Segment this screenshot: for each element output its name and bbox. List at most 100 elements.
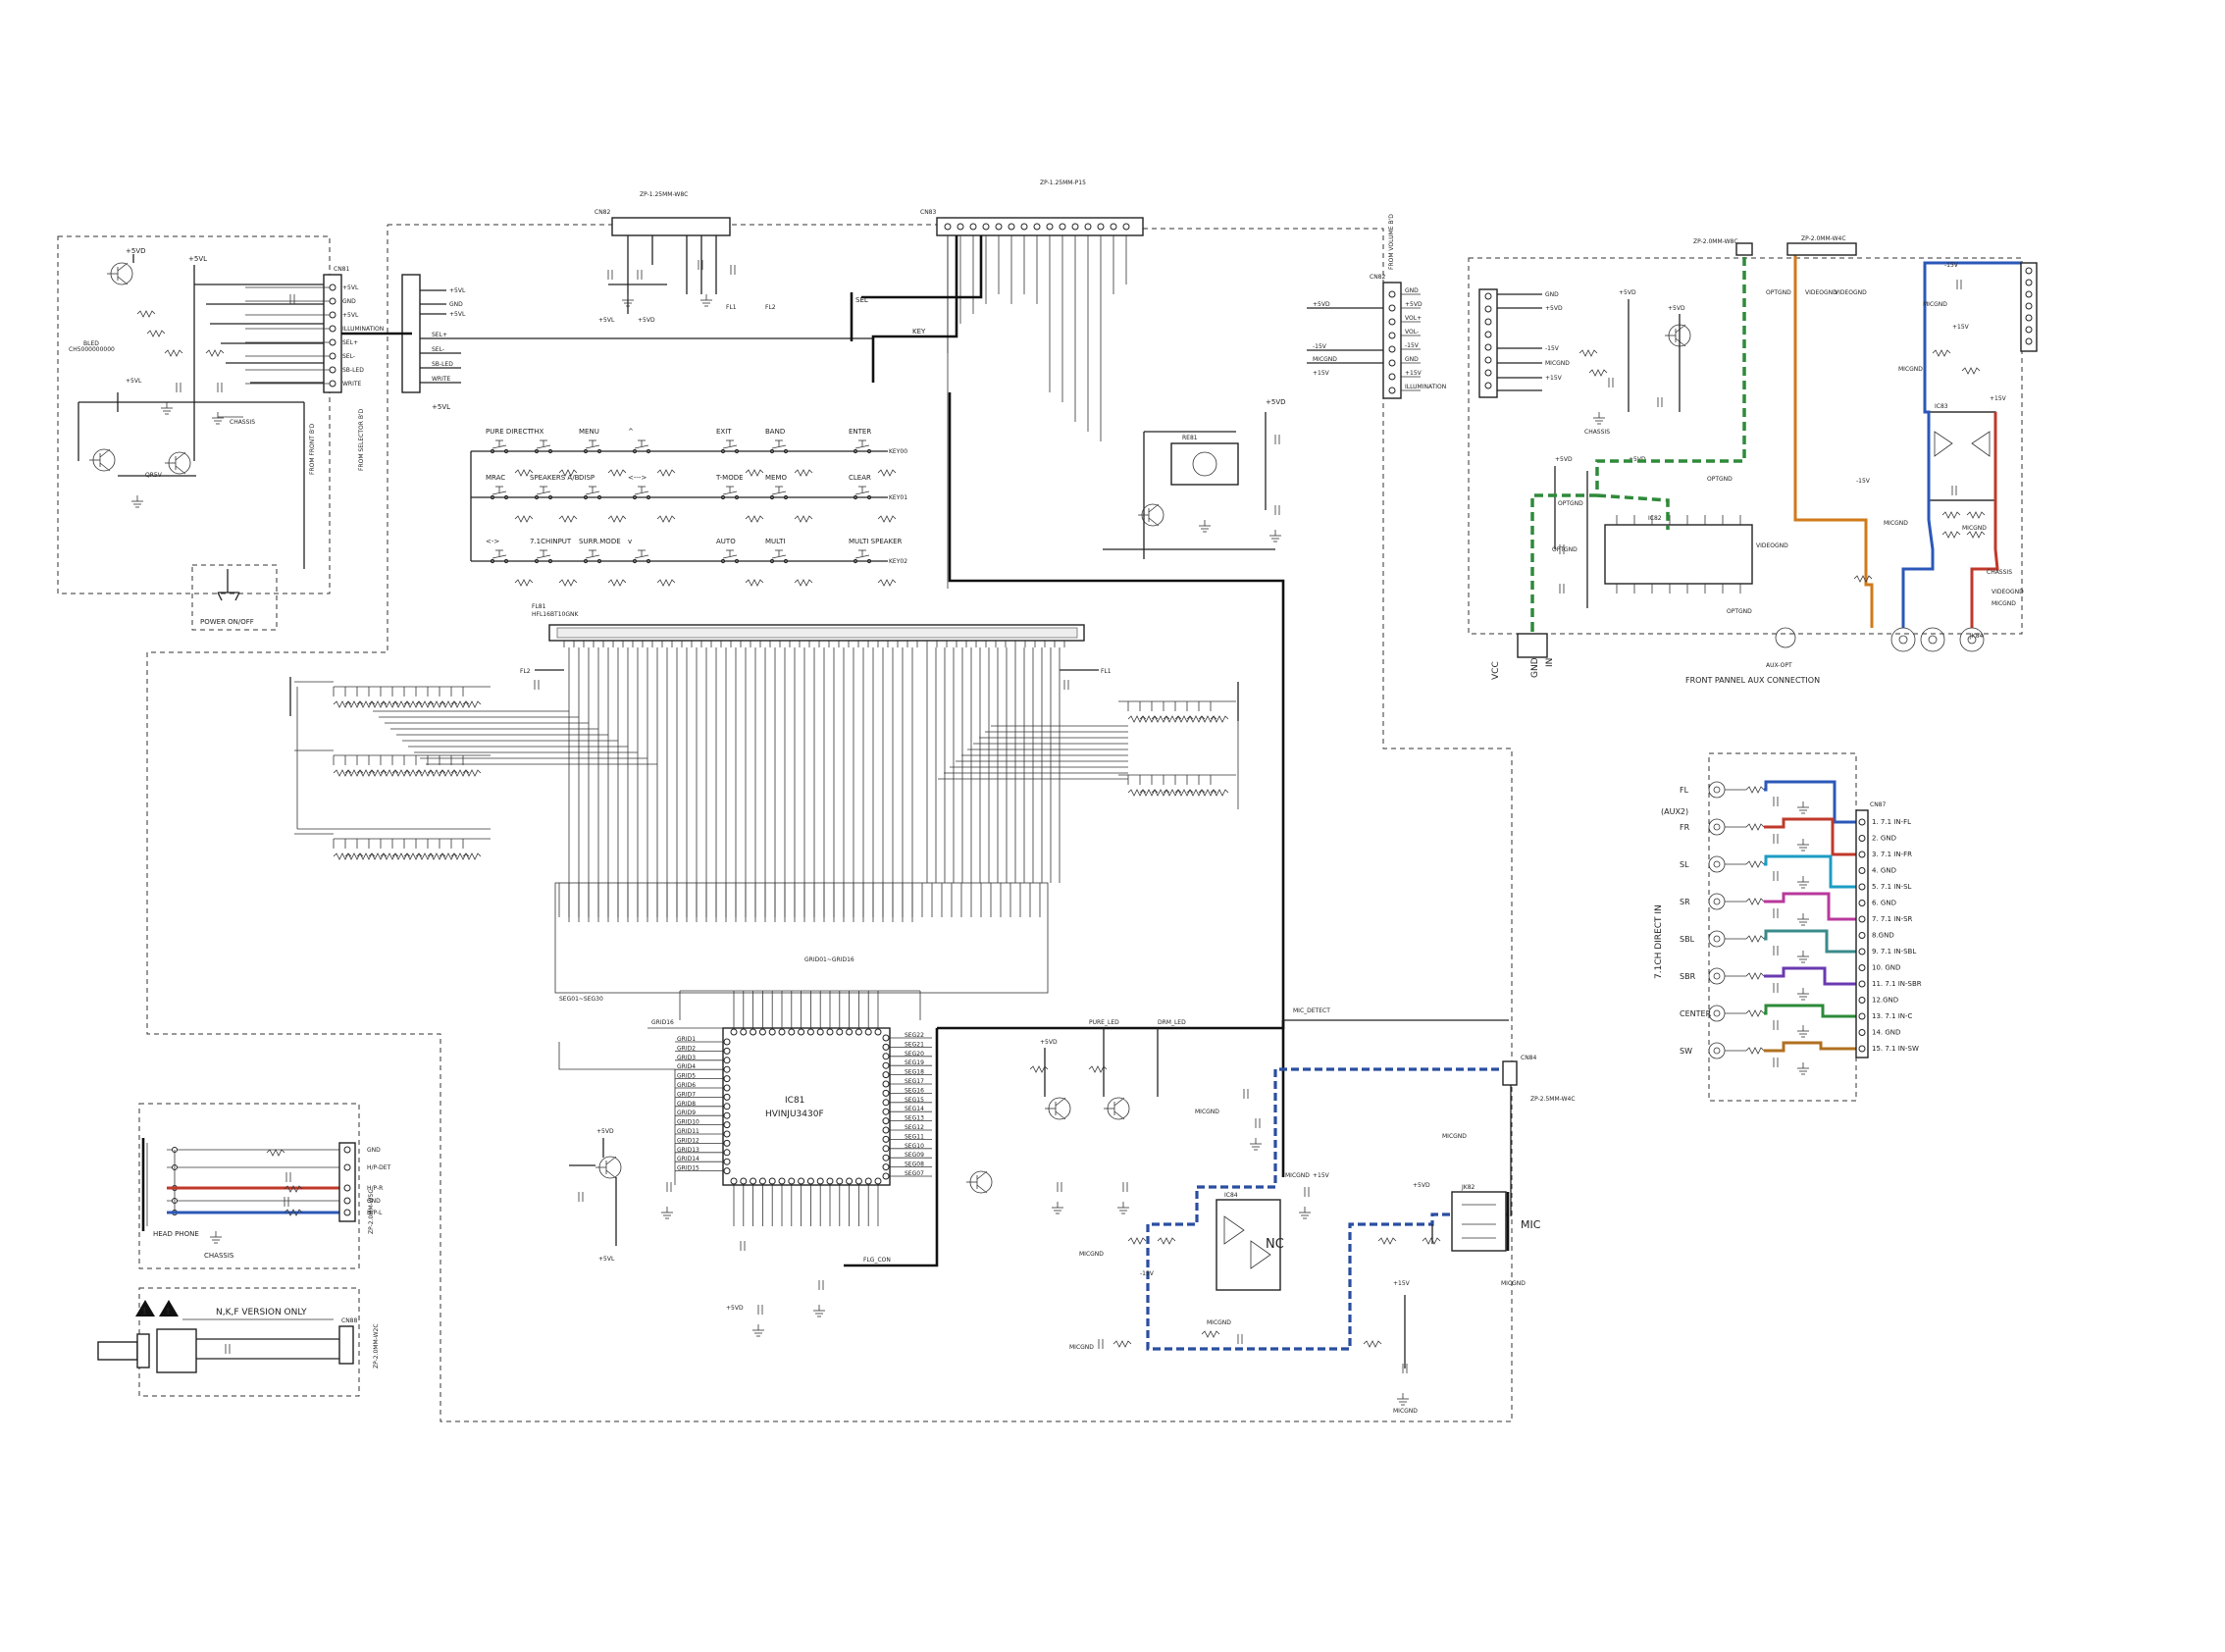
volume-connector-pin-label: -15V	[1405, 342, 1420, 349]
ic81-grid-pin: GRID13	[677, 1147, 699, 1154]
volume-connector-pin-label: VOL+	[1405, 315, 1422, 322]
key-label: MENU	[579, 428, 599, 436]
svg-text:MICGND: MICGND	[1545, 360, 1570, 367]
ic81-seg-pin: SEG17	[905, 1078, 924, 1085]
svg-text:!: !	[166, 1307, 171, 1317]
svg-text:+5VD: +5VD	[726, 1305, 744, 1312]
headphone-pin: GND	[367, 1147, 381, 1154]
ic81-seg-pin: SEG16	[905, 1087, 924, 1094]
svg-text:+5VD: +5VD	[1619, 289, 1636, 296]
svg-text:MICGND: MICGND	[1195, 1109, 1219, 1115]
ic81-seg-pin: SEG18	[905, 1069, 924, 1076]
svg-text:GRID16: GRID16	[651, 1019, 674, 1026]
svg-text:VIDEOGND: VIDEOGND	[1835, 289, 1867, 296]
direct-in-pin-label: 11. 7.1 IN-SBR	[1872, 980, 1922, 988]
rca-jack	[1708, 855, 1726, 873]
svg-text:JK82: JK82	[1461, 1184, 1475, 1191]
svg-text:ZP-2.0MM-W5C: ZP-2.0MM-W5C	[368, 1189, 375, 1234]
svg-text:+15V: +15V	[1393, 1280, 1411, 1287]
svg-text:+5VD: +5VD	[1555, 456, 1573, 463]
ic81-seg-pin: SEG21	[905, 1041, 924, 1048]
svg-text:CN83: CN83	[920, 209, 936, 216]
ic81-seg-pin: SEG12	[905, 1124, 924, 1131]
svg-text:+5VL: +5VL	[449, 287, 466, 294]
svg-text:+5VD: +5VD	[1313, 301, 1330, 308]
power-led-block: +5VD +5VL BLED CH5000000000 +5VL QR5V CH…	[69, 247, 324, 569]
svg-text:FL1: FL1	[726, 304, 737, 311]
svg-text:-15V: -15V	[1856, 478, 1871, 485]
svg-text:PURE_LED: PURE_LED	[1089, 1019, 1119, 1026]
ic81-seg-pin: SEG08	[905, 1162, 924, 1168]
front-connector-pin-label: SEL-	[342, 353, 355, 360]
key-label: MULTI	[765, 538, 785, 545]
key-line-1: KEY01	[889, 494, 907, 501]
ic81-seg-pin: SEG19	[905, 1059, 924, 1066]
ic81-seg-pin: SEG10	[905, 1143, 924, 1150]
svg-text:+15V: +15V	[1545, 375, 1563, 382]
vfd-resistor-banks	[294, 647, 1239, 922]
svg-text:OPTGND: OPTGND	[1727, 608, 1752, 615]
svg-text:MICGND: MICGND	[1442, 1133, 1467, 1140]
volume-connector-pin-label: +15V	[1405, 370, 1423, 377]
svg-text:+5VD: +5VD	[1629, 456, 1646, 463]
svg-text:MICGND: MICGND	[1501, 1280, 1526, 1287]
front-connector: CN81 FROM FRONT B'D FROM SELECTOR B'D +5…	[245, 266, 873, 475]
top-supply-block: CN82 ZP-1.25MM-W8C +5VL +5VD FL1 FL2	[595, 191, 776, 324]
ic81-vfd-driver: IC81 HVINJU3430F GRID1GRID2GRID3GRID4GRI…	[558, 990, 1509, 1267]
svg-text:IC84: IC84	[1224, 1192, 1238, 1199]
svg-text:ZP-2.0MM-W2C: ZP-2.0MM-W2C	[373, 1323, 380, 1368]
svg-text:ZP-2.5MM-W4C: ZP-2.5MM-W4C	[1530, 1096, 1576, 1103]
headphone-pin: H/P-L	[367, 1210, 383, 1216]
direct-in-pin-label: 3. 7.1 IN-FR	[1872, 851, 1912, 858]
power-switch-label: POWER ON/OFF	[200, 618, 254, 626]
volume-connector-pin-label: GND	[1405, 287, 1419, 294]
svg-text:-15V: -15V	[1140, 1270, 1155, 1277]
key-label: T-MODE	[715, 474, 744, 482]
direct-in-trace	[1764, 780, 1856, 824]
reset-circuit: +5VD +5VL	[569, 1128, 674, 1263]
rca-jack	[1708, 818, 1726, 836]
front-connector-pin-label: WRITE	[342, 381, 362, 387]
direct-in-pin-label: 15. 7.1 IN-SW	[1872, 1045, 1919, 1053]
direct-in-jack-label: SBL	[1680, 935, 1695, 944]
fl-display: FL81 HFL16BT10GNK FL2 FL1	[289, 603, 1239, 721]
front-connector-pin-label: +5VL	[342, 284, 359, 291]
aux-blue-trace	[1901, 261, 2021, 628]
key-label: MEMO	[765, 474, 788, 482]
direct-in-pin-label: 5. 7.1 IN-SL	[1872, 883, 1912, 891]
svg-text:MICGND: MICGND	[1962, 525, 1987, 532]
svg-text:RE81: RE81	[1182, 435, 1198, 441]
svg-text:+5VD: +5VD	[126, 247, 146, 255]
svg-text:+15V: +15V	[1990, 395, 2007, 402]
direct-in-pin-label: 1. 7.1 IN-FL	[1872, 818, 1911, 826]
direct-in-jack-label: SBR	[1680, 972, 1696, 981]
key-label: MULTI SPEAKER	[849, 538, 903, 545]
svg-text:ZP-1.25MM-W8C: ZP-1.25MM-W8C	[640, 191, 688, 198]
svg-text:+5VL: +5VL	[188, 255, 207, 263]
direct-in-pin-label: 9. 7.1 IN-SBL	[1872, 948, 1916, 955]
headphone-label: HEAD PHONE	[153, 1230, 199, 1238]
led-drivers: +5VD PURE_LED DRM_LED	[965, 1019, 1186, 1214]
gnd-label: GND	[1530, 657, 1540, 678]
svg-text:GND: GND	[1545, 291, 1559, 298]
ic81-seg-pin: SEG09	[905, 1152, 924, 1159]
svg-text:OPTGND: OPTGND	[1707, 476, 1733, 483]
ic81-grid-pin: GRID6	[677, 1082, 696, 1089]
direct-in-pin-label: 10. GND	[1872, 964, 1900, 972]
svg-text:OPTGND: OPTGND	[1558, 500, 1583, 507]
flg-con-label: FLG_CON	[863, 1257, 891, 1264]
svg-text:DRM_LED: DRM_LED	[1158, 1019, 1186, 1026]
svg-text:-15V: -15V	[1944, 262, 1959, 269]
mic-label: MIC	[1521, 1218, 1541, 1231]
key-line-2: KEY02	[889, 558, 907, 565]
signal-buses: SEL KEY	[850, 235, 1285, 1177]
svg-text:+5VD: +5VD	[1668, 305, 1685, 312]
key-label: BAND	[765, 428, 785, 436]
key-label: ENTER	[849, 428, 871, 436]
direct-in-pin-label: 2. GND	[1872, 835, 1896, 843]
key-line-0: KEY00	[889, 448, 907, 455]
svg-text:CN84: CN84	[1521, 1055, 1536, 1061]
svg-text:FL2: FL2	[765, 304, 776, 311]
fl-display-part: HFL16BT10GNK	[532, 611, 579, 618]
